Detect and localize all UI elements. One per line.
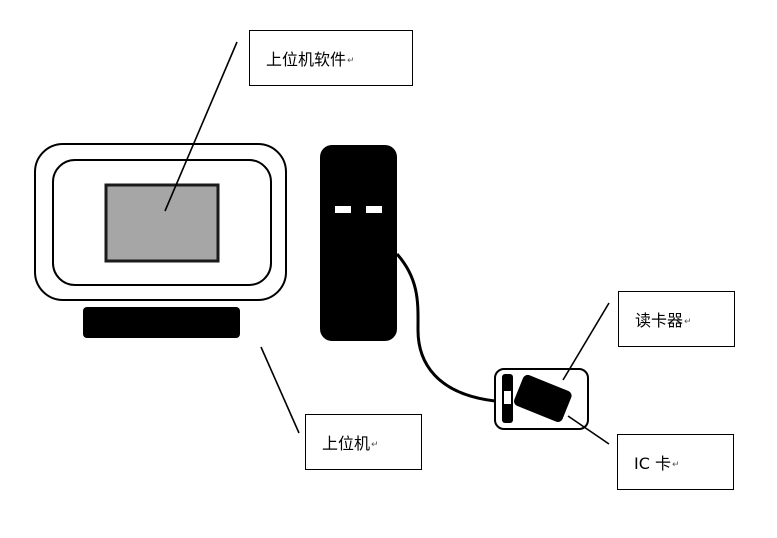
card-reader xyxy=(494,368,589,430)
leader-line-reader xyxy=(562,302,610,381)
return-mark-icon: ↵ xyxy=(347,56,355,66)
monitor-screen xyxy=(104,183,220,263)
leader-line-card xyxy=(567,415,610,445)
usb-cable xyxy=(395,253,496,403)
label-card: IC 卡↵ xyxy=(617,434,734,490)
label-host-text: 上位机 xyxy=(322,434,371,453)
monitor xyxy=(34,143,287,301)
leader-line-host xyxy=(260,346,300,434)
ic-card-shape xyxy=(514,374,572,422)
tower-indicator-left xyxy=(335,206,351,213)
leader-line-software xyxy=(164,41,238,212)
return-mark-icon: ↵ xyxy=(371,440,379,450)
reader-slot-light xyxy=(504,391,511,404)
tower-body xyxy=(320,145,397,341)
label-reader: 读卡器↵ xyxy=(618,291,735,347)
label-reader-text: 读卡器 xyxy=(635,311,684,330)
label-software-text: 上位机软件 xyxy=(266,50,347,69)
return-mark-icon: ↵ xyxy=(684,317,692,327)
return-mark-icon: ↵ xyxy=(671,460,680,470)
pc-tower xyxy=(320,145,397,341)
label-software: 上位机软件↵ xyxy=(249,30,413,86)
label-card-text: IC 卡 xyxy=(634,454,671,473)
tower-indicator-right xyxy=(366,206,382,213)
label-host: 上位机↵ xyxy=(305,414,422,470)
keyboard xyxy=(83,307,240,338)
